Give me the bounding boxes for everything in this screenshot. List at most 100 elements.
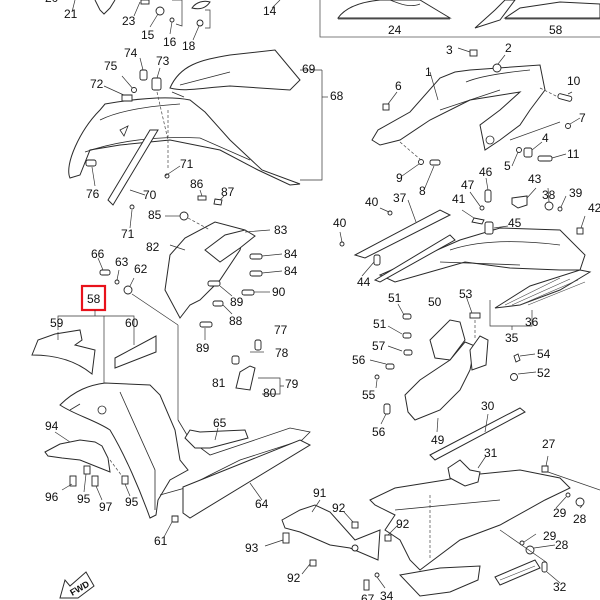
rivet-92c [309, 559, 317, 567]
callout-part-4: 4 [542, 131, 549, 145]
bracket-91 [281, 504, 381, 561]
screw-77 [254, 339, 262, 351]
callout-part-51: 51 [388, 291, 402, 305]
callout-part-93: 93 [245, 541, 259, 555]
screw-46 [484, 189, 492, 203]
callout-part-15: 15 [141, 28, 155, 42]
pad-53 [469, 312, 481, 319]
cowl-35 [378, 227, 586, 283]
callout-part-29: 29 [543, 529, 557, 543]
callout-part-37: 37 [393, 191, 407, 205]
part-24-outline [337, 0, 452, 19]
screw-56a [385, 363, 395, 370]
callout-part-44: 44 [357, 275, 371, 289]
nut-27 [541, 465, 549, 473]
callout-part-39: 39 [569, 186, 583, 200]
side-cowl-panel [59, 382, 189, 519]
clip-41 [471, 217, 485, 225]
screw-40a [339, 241, 345, 247]
brace-37 [339, 199, 456, 283]
callout-part-89: 89 [230, 295, 244, 309]
bracket-86 [197, 195, 207, 201]
callout-part-84: 84 [284, 247, 298, 261]
clip-6 [382, 103, 390, 111]
callout-part-36: 36 [525, 315, 539, 329]
nut-2 [492, 63, 502, 73]
screw-8 [429, 159, 441, 166]
callout-part-30: 30 [481, 399, 495, 413]
assembly-49 [369, 295, 537, 461]
lower-cowl-tip [398, 565, 481, 597]
callout-part-21: 21 [64, 7, 78, 21]
decal-59 [31, 329, 96, 375]
collar-63 [114, 279, 120, 285]
screw-76 [85, 159, 97, 167]
windscreen-group [169, 49, 328, 181]
grommet-45 [484, 221, 494, 235]
callout-part-91: 91 [313, 486, 327, 500]
bolt-81 [231, 355, 240, 365]
callout-part-27: 27 [542, 437, 556, 451]
nut-61 [171, 515, 179, 523]
damper-28a [575, 497, 585, 507]
screw-90 [241, 289, 255, 296]
side-cowl-right [378, 227, 592, 330]
callout-part-45: 45 [508, 216, 522, 230]
washer-75 [131, 87, 137, 93]
clip-55 [374, 374, 380, 380]
rivet-96 [69, 475, 77, 487]
screw-67 [363, 579, 370, 591]
callout-part-28: 28 [573, 512, 587, 526]
side-panel [371, 64, 546, 151]
callout-part-38: 38 [542, 188, 556, 202]
top-left-fasteners [71, 0, 281, 41]
callout-part-55: 55 [362, 388, 376, 402]
bolt-66 [99, 269, 111, 276]
callout-part-64: 64 [255, 497, 269, 511]
callout-part-11: 11 [567, 147, 580, 161]
rivet-92a [351, 521, 359, 529]
callout-part-51: 51 [373, 317, 387, 331]
callout-part-63: 63 [115, 255, 129, 269]
callout-part-61: 61 [154, 534, 168, 548]
callout-part-95: 95 [125, 495, 139, 509]
nut-62 [123, 285, 133, 295]
callout-part-56: 56 [352, 353, 366, 367]
screw-89b [199, 321, 213, 328]
bracket-79-leader [258, 377, 284, 395]
rivet-97 [91, 475, 99, 487]
part-58-group [31, 284, 157, 383]
callout-part-58: 58 [549, 23, 563, 37]
callout-part-76: 76 [86, 187, 100, 201]
callout-part-87: 87 [221, 185, 235, 199]
callout-part-29: 29 [553, 506, 567, 520]
callout-part-75: 75 [104, 59, 118, 73]
nut-85 [179, 211, 189, 221]
panel-49 [404, 341, 476, 421]
callout-part-80: 80 [263, 386, 277, 400]
washer-16 [169, 17, 175, 23]
bolt-88 [212, 300, 224, 307]
rivet-92b [384, 534, 392, 542]
callout-part-52: 52 [537, 366, 551, 380]
nut-72 [121, 94, 133, 102]
rivet-95a [83, 465, 91, 475]
callout-part-94: 94 [45, 419, 59, 433]
upper-cowl-panel [68, 97, 301, 186]
callout-part-71: 71 [180, 157, 194, 171]
fasteners-62-66 [97, 257, 179, 420]
callout-part-6: 6 [395, 79, 402, 93]
grommet-18 [196, 19, 204, 27]
callout-part-7: 7 [579, 111, 586, 125]
callout-part-81: 81 [212, 376, 226, 390]
screw-44 [373, 254, 381, 266]
screw-71b [129, 204, 135, 210]
collar-29a [565, 492, 571, 498]
nut-52 [510, 373, 518, 381]
callout-part-10: 10 [567, 74, 581, 88]
washer-47 [479, 205, 485, 211]
callout-part-67: 67 [361, 592, 375, 600]
callout-part-72: 72 [90, 77, 104, 91]
callout-labels: 2021231516181424587475737269683211067411… [45, 0, 600, 600]
